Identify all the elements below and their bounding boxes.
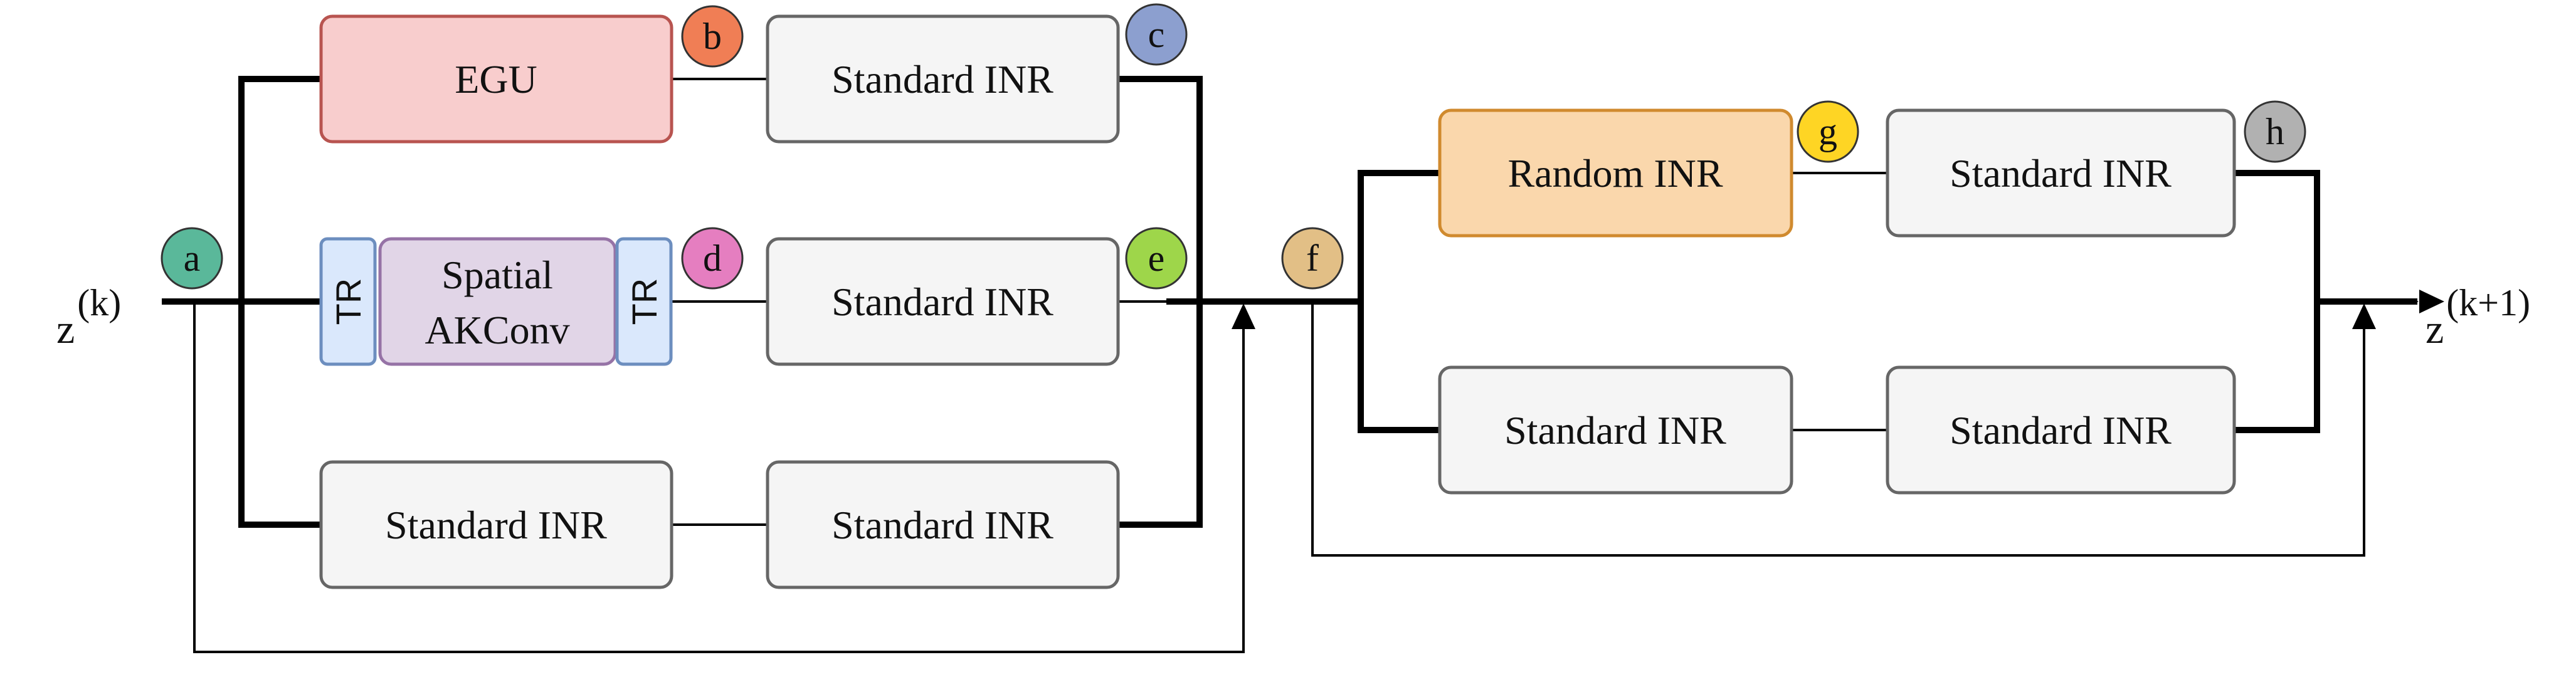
badge-a-label: a bbox=[184, 238, 201, 279]
badge-e: e bbox=[1125, 227, 1188, 290]
block2-std-bottom-left: Standard INR bbox=[1438, 365, 1793, 495]
badge-b: b bbox=[681, 5, 744, 68]
badge-h-circle bbox=[2244, 100, 2306, 163]
badge-f-label: f bbox=[1306, 238, 1319, 279]
std-top-right-label: Standard INR bbox=[1950, 151, 2172, 196]
block1-spatial-akconv: Spatial AKConv bbox=[378, 237, 617, 366]
residual-skip-2 bbox=[1311, 302, 2365, 557]
block1-egu-box: EGU bbox=[319, 14, 673, 144]
badge-b-label: b bbox=[703, 16, 722, 57]
badge-d-circle bbox=[681, 227, 744, 290]
std-b1-right-label: Standard INR bbox=[831, 57, 1053, 102]
badge-f: f bbox=[1281, 227, 1344, 290]
spatial-line1: Spatial bbox=[441, 253, 553, 297]
residual-skip-1-arrowhead bbox=[1232, 303, 1255, 329]
badge-h: h bbox=[2244, 100, 2306, 163]
tr-left-label: TR bbox=[329, 278, 368, 325]
connectors bbox=[162, 76, 2444, 653]
output-label-base: z bbox=[2426, 307, 2444, 352]
block2-right-bus bbox=[2234, 170, 2320, 433]
std-b2-right-label: Standard INR bbox=[831, 280, 1053, 324]
tr-right-label: TR bbox=[625, 278, 664, 325]
block2-left-bus bbox=[1358, 170, 1440, 433]
block1-std-bottom-left: Standard INR bbox=[319, 460, 673, 589]
block1-tr-right: TR bbox=[615, 237, 673, 366]
badge-d: d bbox=[681, 227, 744, 290]
residual-skip-2-arrowhead bbox=[2352, 303, 2376, 329]
badge-c-circle bbox=[1125, 3, 1188, 66]
residual-skip-1 bbox=[193, 302, 1245, 653]
input-label-sup: (k) bbox=[77, 282, 121, 323]
badge-f-circle bbox=[1281, 227, 1344, 290]
input-label-base: z bbox=[56, 307, 75, 352]
badge-g: g bbox=[1797, 100, 1859, 163]
badge-c-label: c bbox=[1148, 14, 1165, 55]
block1-std-bottom-right: Standard INR bbox=[766, 460, 1120, 589]
random-inr-label: Random INR bbox=[1507, 151, 1723, 196]
block2-random-inr: Random INR bbox=[1438, 108, 1793, 238]
badge-a-circle bbox=[161, 227, 223, 290]
badge-g-label: g bbox=[1819, 111, 1837, 152]
badge-g-circle bbox=[1797, 100, 1859, 163]
badge-b-circle bbox=[681, 5, 744, 68]
block2-std-top-right: Standard INR bbox=[1886, 108, 2236, 238]
output-arrowhead bbox=[2419, 290, 2444, 313]
input-label: z (k) bbox=[56, 282, 121, 352]
spatial-line2: AKConv bbox=[425, 308, 569, 352]
std-bottom-left-label: Standard INR bbox=[1504, 408, 1726, 453]
badge-d-label: d bbox=[703, 238, 722, 279]
badge-h-label: h bbox=[2266, 111, 2284, 152]
badge-a: a bbox=[161, 227, 223, 290]
block1-std-top: Standard INR bbox=[766, 14, 1120, 144]
block1-tr-left: TR bbox=[319, 237, 377, 366]
output-label: z (k+1) bbox=[2426, 282, 2530, 352]
block1-std-mid: Standard INR bbox=[766, 237, 1120, 366]
badge-e-circle bbox=[1125, 227, 1188, 290]
egu-label: EGU bbox=[455, 57, 537, 102]
std-bottom-right-label: Standard INR bbox=[1950, 408, 2172, 453]
output-label-sup: (k+1) bbox=[2446, 282, 2530, 323]
block2-std-bottom-right: Standard INR bbox=[1886, 365, 2236, 495]
std-b3-left-label: Standard INR bbox=[385, 503, 607, 547]
std-b3-right-label: Standard INR bbox=[831, 503, 1053, 547]
badge-e-label: e bbox=[1148, 238, 1165, 279]
badge-c: c bbox=[1125, 3, 1188, 66]
